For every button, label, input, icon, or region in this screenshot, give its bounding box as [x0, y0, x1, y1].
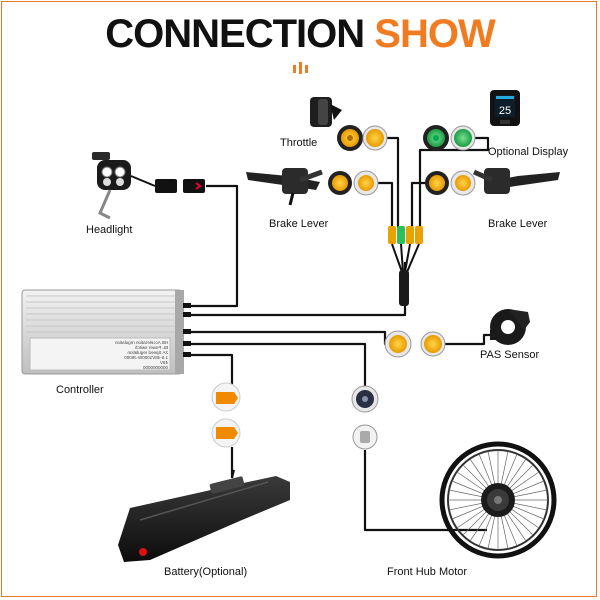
wire-motor: [183, 342, 367, 396]
connector-motor-female: [352, 424, 378, 450]
wire-display: [418, 136, 490, 230]
pas-sensor-device: [490, 309, 530, 345]
throttle-device: [310, 97, 342, 127]
label-controller: Controller: [56, 384, 104, 396]
title-accent-ticks: [291, 62, 309, 76]
display-device: 25: [490, 90, 520, 126]
wire-battery: [183, 353, 234, 390]
connector-pas-male: [384, 330, 412, 358]
harness-splitter: [388, 226, 423, 306]
connector-battery-xt60-male: [211, 382, 241, 412]
connector-display-male: [423, 125, 449, 151]
wire-throttle: [386, 136, 400, 230]
label-throttle: Throttle: [280, 137, 318, 149]
battery-device: [118, 469, 290, 562]
controller-cable-ends: [183, 303, 191, 357]
wire-headlight: [183, 184, 239, 308]
connector-throttle-male: [337, 125, 363, 151]
label-pas-sensor: PAS Sensor: [480, 349, 540, 361]
wire-pas2: [444, 333, 492, 346]
label-brake-right: Brake Lever: [488, 218, 548, 230]
display-readout: 25: [499, 105, 511, 117]
label-motor: Front Hub Motor: [387, 566, 468, 578]
wires: [183, 136, 492, 532]
page-title: CONNECTION SHOW: [0, 12, 600, 56]
label-battery: Battery(Optional): [164, 566, 248, 578]
wire-pas: [183, 330, 398, 346]
wire-motor2: [363, 450, 487, 532]
connector-brake-left-female: [353, 170, 379, 196]
title-word-show: SHOW: [374, 12, 495, 56]
controller-device: [21, 289, 191, 375]
label-display: Optional Display: [488, 146, 569, 158]
wheel-device: [439, 441, 557, 559]
connector-display-female: [450, 125, 476, 151]
label-brake-left: Brake Lever: [269, 218, 329, 230]
connector-headlight: [155, 179, 205, 193]
controller-sticker: HB Acceleration regulation BL Power swit…: [32, 340, 168, 370]
connector-brake-left-male: [328, 171, 352, 195]
wire-brake-right: [410, 181, 428, 230]
headlight-device: [92, 152, 156, 220]
connector-brake-right-male: [425, 171, 449, 195]
connector-motor-male: [351, 385, 379, 413]
wire-brake-left: [378, 181, 394, 230]
connector-battery-xt60-female: [211, 418, 241, 448]
connector-pas-female: [420, 331, 446, 357]
label-headlight: Headlight: [86, 224, 133, 236]
connector-brake-right-female: [450, 170, 476, 196]
connector-throttle-female: [362, 125, 388, 151]
sticker-line: 0000000000: [142, 365, 168, 370]
brake-lever-right: [472, 168, 560, 194]
brake-lever-left: [246, 168, 323, 206]
title-word-connection: CONNECTION: [105, 12, 365, 56]
